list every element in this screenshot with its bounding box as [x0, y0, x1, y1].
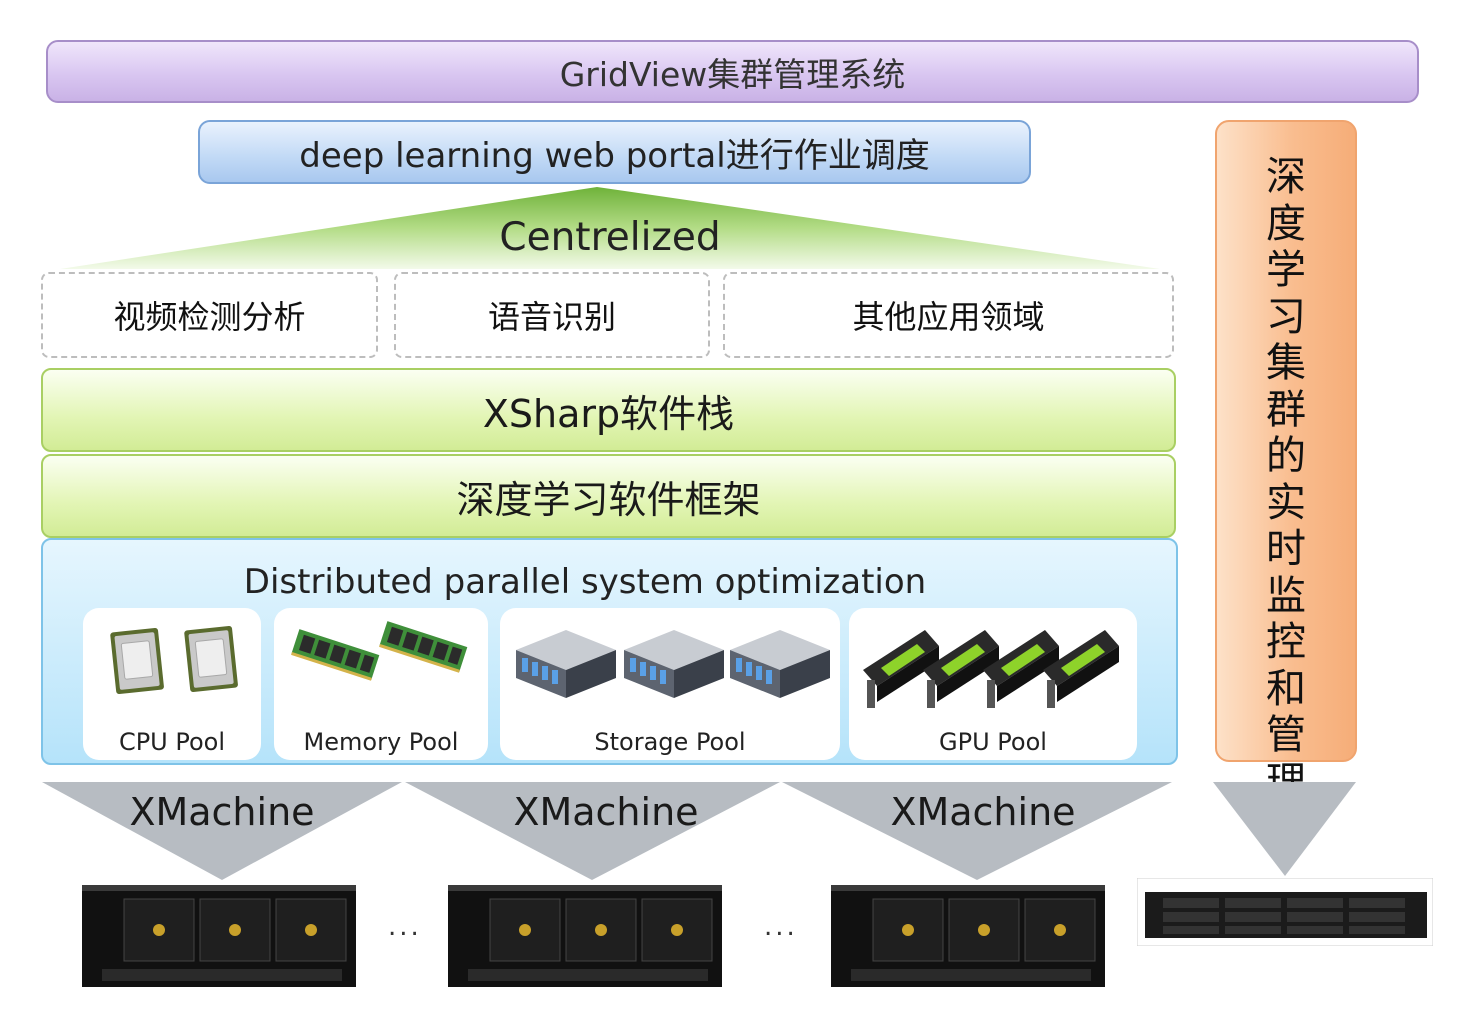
portal-bar: deep learning web portal进行作业调度 [198, 120, 1031, 184]
memory-pool-label: Memory Pool [303, 728, 459, 756]
gpu-card-icon [863, 630, 1119, 708]
storage-server-icon [516, 630, 830, 698]
xmachine-label-1: XMachine [129, 790, 315, 834]
storage-pool: Storage Pool [500, 608, 840, 760]
app-speech-label: 语音识别 [487, 298, 616, 336]
gridview-management-bar: GridView集群管理系统 [46, 40, 1419, 103]
app-speech-recognition: 语音识别 [394, 272, 710, 358]
cpu-pool: CPU Pool [83, 608, 261, 760]
monitoring-label: 深度学习集群的实时监控和管理 [1266, 154, 1306, 805]
cpu-chip-icon [110, 625, 238, 695]
app-other-label: 其他应用领域 [852, 298, 1045, 336]
monitoring-panel: 深度学习集群的实时监控和管理 [1215, 120, 1357, 805]
storage-array-icon [1137, 878, 1433, 946]
memory-module-icon [291, 621, 468, 681]
xmachine-label-3: XMachine [890, 790, 1076, 834]
xsharp-label: XSharp软件栈 [482, 391, 735, 436]
gpu-pool-label: GPU Pool [939, 728, 1047, 756]
portal-label: deep learning web portal进行作业调度 [299, 135, 930, 176]
xsharp-software-stack: XSharp软件栈 [41, 368, 1176, 452]
xmachine-label-2: XMachine [513, 790, 699, 834]
cpu-pool-label: CPU Pool [118, 728, 226, 756]
memory-pool: Memory Pool [274, 608, 488, 760]
gpu-pool: GPU Pool [849, 608, 1137, 760]
distributed-system-panel: Distributed parallel system optimization… [41, 538, 1178, 765]
framework-label: 深度学习软件框架 [456, 477, 761, 522]
xmachine-funnels [42, 782, 1356, 880]
app-video-analysis: 视频检测分析 [41, 272, 378, 358]
distributed-title: Distributed parallel system optimization [243, 562, 927, 602]
centralized-label: Centrelized [499, 214, 721, 260]
gridview-label: GridView集群管理系统 [559, 54, 906, 94]
centralized-triangle [60, 187, 1160, 269]
server-chassis-icon [82, 885, 356, 987]
app-other-domains: 其他应用领域 [723, 272, 1174, 358]
app-video-label: 视频检测分析 [113, 298, 306, 336]
ellipsis-2: ... [764, 912, 798, 942]
deep-learning-framework: 深度学习软件框架 [41, 454, 1176, 538]
ellipsis-1: ... [388, 912, 422, 942]
storage-pool-label: Storage Pool [594, 728, 746, 756]
server-chassis-icon [448, 885, 722, 987]
server-chassis-icon [831, 885, 1105, 987]
